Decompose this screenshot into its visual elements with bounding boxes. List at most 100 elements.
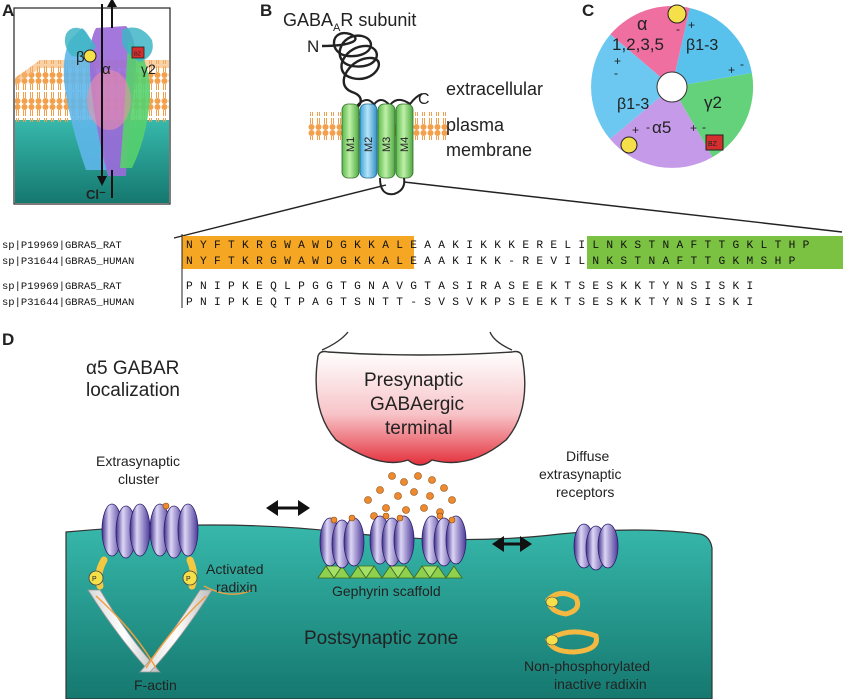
panel-c-sign-6: - <box>740 57 744 71</box>
activated-line1: Activated <box>206 561 264 577</box>
gephyrin-label: Gephyrin scaffold <box>332 583 441 599</box>
panel-c-sign-1: - <box>676 22 680 36</box>
double-arrow-left <box>266 500 310 516</box>
panel-c-sign-10: - <box>702 120 706 134</box>
alignment-row-1-name: sp|P19969|GBRA5_RAT <box>2 240 122 252</box>
alignment-highlight-green <box>587 236 843 269</box>
panel-c-wedge-beta-left <box>591 34 672 139</box>
alignment-row-4-name: sp|P31644|GBRA5_HUMAN <box>2 297 134 309</box>
panel-c-bz-site <box>705 134 724 151</box>
diffuse-receptor <box>573 523 619 571</box>
panel-b-subunit-topology: N C M1 M2 M3 M4 <box>173 31 843 239</box>
double-arrow-right <box>492 536 532 552</box>
panel-c-sign-3: + <box>614 54 621 68</box>
panel-label-d: D <box>2 330 14 349</box>
panel-c-alpha5-label: α5 <box>652 118 671 137</box>
f-actin-label: F-actin <box>134 677 177 693</box>
panel-b-m4-label: M4 <box>399 137 411 152</box>
panel-a-gaba-site <box>83 49 97 63</box>
panel-b-title-rest: R subunit <box>340 10 416 30</box>
panel-a-beta-label: β <box>76 49 85 66</box>
panel-a-bz-text: BZ <box>134 52 142 58</box>
panel-c-sign-2: + <box>688 18 695 32</box>
presynaptic-line1: Presynaptic <box>364 370 463 391</box>
panel-b-title-sub: A <box>333 22 341 34</box>
panel-c-wedge-gamma <box>672 73 754 158</box>
diffuse-line2: extrasynaptic <box>539 466 621 482</box>
activated-line2: radixin <box>216 579 257 595</box>
panel-d-title-line2: localization <box>86 380 180 401</box>
postsynaptic-zone <box>65 524 713 699</box>
gephyrin-scaffold <box>317 565 463 579</box>
panel-a-arrow-up-head <box>107 0 117 7</box>
panel-b-membrane: membrane <box>446 140 532 160</box>
radixin-p-left: P <box>92 576 97 583</box>
panel-c-pentamer-wheel: BZ α 1,2,3,5 β1-3 β1-3 γ2 α5 - + + - + -… <box>591 4 754 168</box>
panel-c-alpha-isoforms: 1,2,3,5 <box>612 35 664 54</box>
panel-c-wedge-beta-top <box>672 8 752 87</box>
panel-c-alpha-label: α <box>637 14 647 34</box>
alignment-row-2-name: sp|P31644|GBRA5_HUMAN <box>2 256 134 268</box>
f-actin-filaments <box>87 585 253 673</box>
panel-a-arrow-down-head <box>97 176 107 186</box>
panel-c-gamma-label: γ2 <box>704 93 722 112</box>
panel-a-receptor-in-membrane: BZ β α γ2 Cl⁻ <box>13 0 171 205</box>
panel-a-beta-subunit <box>63 28 108 170</box>
radixin-p-right: P <box>186 576 191 583</box>
panel-a-gamma-subunit <box>120 40 150 168</box>
sequence-alignment: sp|P19969|GBRA5_RAT sp|P31644|GBRA5_HUMA… <box>2 234 843 309</box>
gaba-molecules <box>364 472 456 520</box>
activated-radixin <box>88 556 198 590</box>
panel-label-b: B <box>260 1 272 20</box>
alignment-highlight-orange <box>182 236 414 269</box>
alignment-row-3-seq: PNIPKEQLPGGTGNAVGTASIRASEEKTSESKKTYNSISK… <box>186 281 761 293</box>
panel-b-n-terminal-domain <box>321 31 381 109</box>
extrasynaptic-line2: cluster <box>118 471 160 487</box>
panel-a-cl-label: Cl⁻ <box>86 187 106 202</box>
panel-b-extracellular: extracellular <box>446 79 543 99</box>
presynaptic-line3: terminal <box>385 418 453 439</box>
panel-c-sign-5: + <box>728 63 735 77</box>
panel-b-n-label: N <box>307 37 319 56</box>
presynaptic-line2: GABAergic <box>370 394 464 415</box>
panel-c-wedge-alpha <box>610 6 690 88</box>
bound-gaba-on-receptors <box>162 502 456 524</box>
panel-c-pore <box>656 71 688 103</box>
alignment-row-4-seq: PNIPKEQTPAGTSNTT-SVSVKPSEEKTSESKKTYNSISK… <box>186 297 761 309</box>
panel-d-title-line1: α5 GABAR <box>86 358 179 379</box>
panel-b-helix-m2 <box>359 103 378 179</box>
panel-c-sign-8: - <box>646 120 650 134</box>
panel-c-gaba-site-bottom <box>620 136 638 154</box>
panel-b-helix-m3 <box>377 103 396 179</box>
postsynaptic-label: Postsynaptic zone <box>304 628 458 649</box>
alignment-row-2-seq: NYFTKRGWAWDGKKALEAAKIKK-REVILNKSTNAFTTGK… <box>186 256 803 268</box>
panel-a-bz-site <box>131 46 145 59</box>
alignment-row-1-seq: NYFTKRGWAWDGKKALEAAKIKKKERELILNKSTNAFTTG… <box>186 240 817 252</box>
diffuse-line3: receptors <box>556 484 614 500</box>
panel-b-helix-m1 <box>341 103 360 179</box>
nonphos-line1: Non-phosphorylated <box>524 658 650 674</box>
diffuse-line1: Diffuse <box>566 448 610 464</box>
panel-b-m3-label: M3 <box>381 137 393 152</box>
panel-label-a: A <box>2 1 14 20</box>
panel-c-sign-9: + <box>690 121 697 135</box>
panel-c-beta-left-label: β1-3 <box>617 96 649 113</box>
panel-c-gaba-site-top <box>667 4 687 24</box>
nonphos-line2: inactive radixin <box>554 676 647 692</box>
panel-a-pore-region <box>87 70 131 130</box>
panel-c-bz-text: BZ <box>708 141 718 148</box>
panel-label-c: C <box>582 1 594 20</box>
panel-b-zoom-lines <box>173 181 843 239</box>
panel-a-alpha-label: α <box>102 61 111 78</box>
panel-b-plasma: plasma <box>446 115 505 135</box>
extrasynaptic-cluster-receptors <box>101 503 199 559</box>
panel-a-cap-right <box>122 27 153 63</box>
alignment-row-3-name: sp|P19969|GBRA5_RAT <box>2 281 122 293</box>
panel-c-sign-4: - <box>614 66 618 80</box>
synaptic-receptors <box>319 515 467 569</box>
panel-b-m1-label: M1 <box>345 137 357 152</box>
panel-b-m2-label: M2 <box>363 137 375 152</box>
panel-a-beta-cap <box>64 27 96 57</box>
panel-c-beta-top-label: β1-3 <box>686 37 718 54</box>
